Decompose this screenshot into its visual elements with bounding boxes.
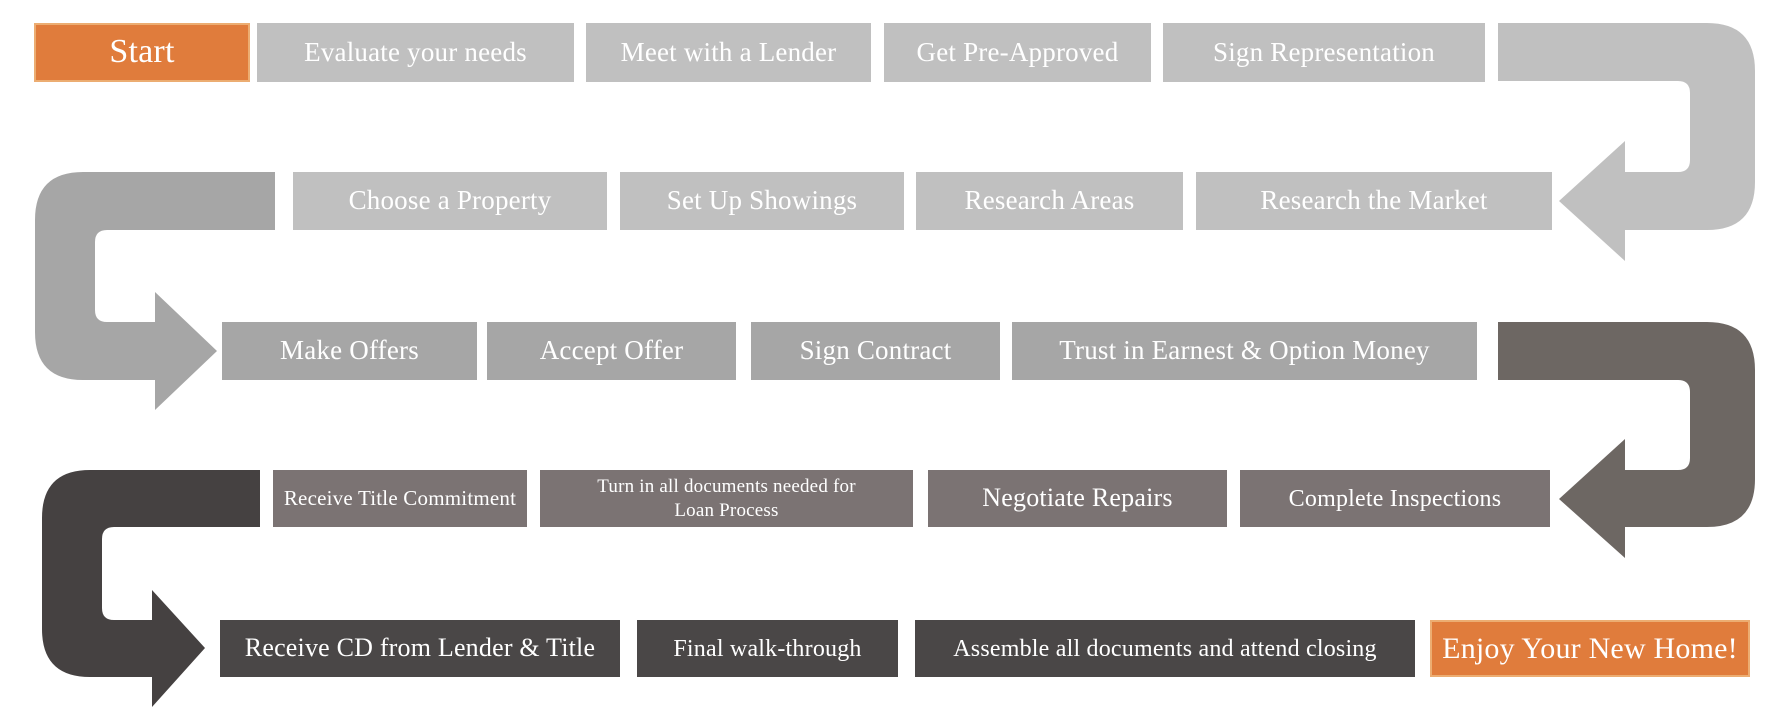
arrow-row2-to-row3-icon xyxy=(35,172,275,410)
step-meet-lender: Meet with a Lender xyxy=(586,23,871,82)
step-sign-representation: Sign Representation xyxy=(1163,23,1485,82)
step-receive-title-commitment: Receive Title Commitment xyxy=(273,470,527,527)
step-attend-closing: Assemble all documents and attend closin… xyxy=(915,620,1415,677)
step-enjoy-home: Enjoy Your New Home! xyxy=(1430,620,1750,677)
step-earnest-option-money: Trust in Earnest & Option Money xyxy=(1012,322,1477,380)
step-complete-inspections: Complete Inspections xyxy=(1240,470,1550,527)
step-loan-documents: Turn in all documents needed for Loan Pr… xyxy=(540,470,913,527)
step-research-market: Research the Market xyxy=(1196,172,1552,230)
step-research-areas: Research Areas xyxy=(916,172,1183,230)
step-start: Start xyxy=(34,23,250,82)
step-evaluate-needs: Evaluate your needs xyxy=(257,23,574,82)
step-final-walkthrough: Final walk-through xyxy=(637,620,898,677)
step-accept-offer: Accept Offer xyxy=(487,322,736,380)
step-receive-cd: Receive CD from Lender & Title xyxy=(220,620,620,677)
step-make-offers: Make Offers xyxy=(222,322,477,380)
step-set-up-showings: Set Up Showings xyxy=(620,172,904,230)
arrow-row4-to-row5-icon xyxy=(42,470,260,707)
step-sign-contract: Sign Contract xyxy=(751,322,1000,380)
step-get-preapproved: Get Pre-Approved xyxy=(884,23,1151,82)
step-choose-property: Choose a Property xyxy=(293,172,607,230)
arrow-row1-to-row2-icon xyxy=(1498,23,1755,261)
step-negotiate-repairs: Negotiate Repairs xyxy=(928,470,1227,527)
arrow-row3-to-row4-icon xyxy=(1498,322,1755,558)
